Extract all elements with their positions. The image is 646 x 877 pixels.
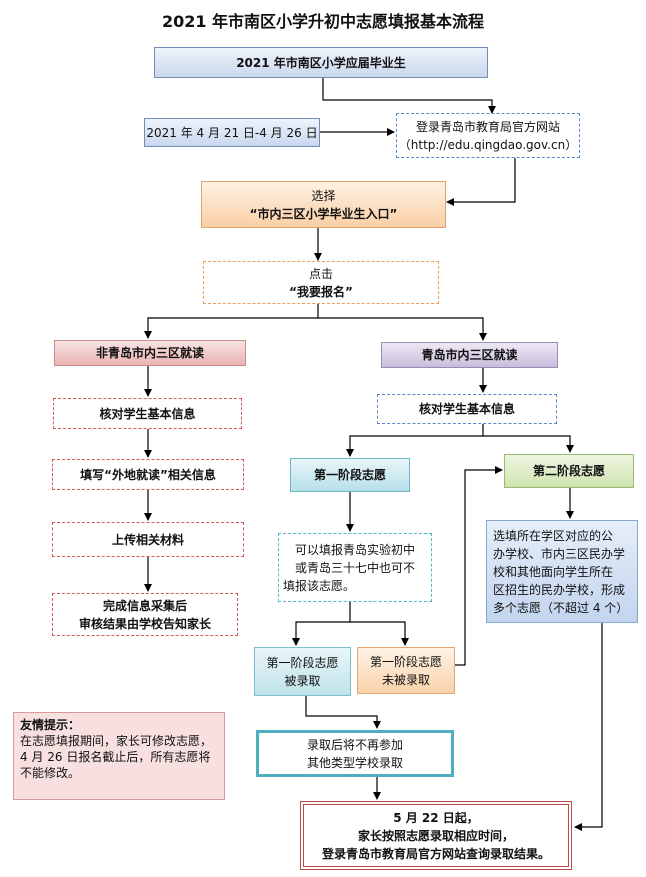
stage2-note-line-1: 选填所在学区对应的公 <box>493 528 614 543</box>
stage2-note-node: 选填所在学区对应的公 办学校、市内三区民办学 校和其他面向学生所在 区招生的民办… <box>486 520 638 623</box>
edge-verify-to-stage1 <box>346 435 483 457</box>
final-line-3: 登录青岛市教育局官方网站查询录取结果。 <box>321 846 550 861</box>
edge-not-admitted-to-stage2 <box>455 466 503 666</box>
edge-graduates-to-login <box>322 78 496 114</box>
edge-verify-to-stage2 <box>483 435 574 453</box>
final-line-2: 家长按照志愿录取相应时间， <box>357 828 514 843</box>
date-range-label: 2021 年 4 月 21 日-4 月 26 日 <box>146 125 318 140</box>
edge-click-to-qd <box>318 317 487 341</box>
verify-right-node: 核对学生基本信息 <box>377 394 557 424</box>
login-site-node: 登录青岛市教育局官方网站 （http://edu.qingdao.gov.cn） <box>396 113 580 158</box>
no-more-line-2: 其他类型学校录取 <box>306 755 403 770</box>
stage1-note-line-1: 可以填报青岛实验初中 <box>294 542 415 557</box>
stage1-node: 第一阶段志愿 <box>290 458 410 492</box>
verify-left-label: 核对学生基本信息 <box>99 406 196 421</box>
page-title: 2021 年市南区小学升初中志愿填报基本流程 <box>161 12 485 31</box>
friendly-tip-box: 友情提示： 在志愿填报期间，家长可修改志愿， 4 月 26 日报名截止后，所有志… <box>13 712 225 800</box>
stage2-node: 第二阶段志愿 <box>504 454 634 488</box>
edge-note-to-admitted <box>292 621 350 646</box>
non-qd-node: 非青岛市内三区就读 <box>54 340 246 366</box>
stage1-note-line-3: 填报该志愿。 <box>283 578 356 593</box>
tip-line-2: 4 月 26 日报名截止后，所有志愿将 <box>20 750 211 764</box>
tip-line-3: 不能修改。 <box>20 766 81 780</box>
stage1-note-node: 可以填报青岛实验初中 或青岛三十七中也可不 填报该志愿。 <box>278 533 432 602</box>
stage1-label: 第一阶段志愿 <box>313 468 386 482</box>
stage2-note-line-2: 办学校、市内三区民办学 <box>493 546 626 561</box>
fill-outside-node: 填写“外地就读”相关信息 <box>52 459 244 490</box>
upload-node: 上传相关材料 <box>52 522 244 557</box>
stage2-note-line-3: 校和其他面向学生所在 <box>493 564 614 579</box>
no-more-admission-node: 录取后将不再参加 其他类型学校录取 <box>256 730 454 777</box>
admitted-line-1: 第一阶段志愿 <box>266 655 339 670</box>
edge-login-to-select <box>446 158 516 206</box>
stage2-label: 第二阶段志愿 <box>532 464 605 478</box>
date-range-node: 2021 年 4 月 21 日-4 月 26 日 <box>144 118 320 147</box>
upload-label: 上传相关材料 <box>111 532 184 547</box>
verify-left-node: 核对学生基本信息 <box>53 398 242 429</box>
complete-line-1: 完成信息采集后 <box>102 598 187 613</box>
login-line-1: 登录青岛市教育局官方网站 <box>415 119 560 134</box>
final-result-node: 5 月 22 日起， 家长按照志愿录取相应时间， 登录青岛市教育局官方网站查询录… <box>300 801 572 870</box>
click-line-2: “我要报名” <box>289 284 353 299</box>
admitted-line-2: 被录取 <box>284 673 321 688</box>
edge-admitted-to-no-more <box>305 696 381 729</box>
stage2-note-line-5: 多个志愿（不超过 4 个） <box>493 600 629 615</box>
click-line-1: 点击 <box>308 266 333 281</box>
click-register-node: 点击 “我要报名” <box>203 261 439 304</box>
edge-stage2-note-to-final <box>574 623 603 831</box>
non-qd-label: 非青岛市内三区就读 <box>95 346 204 360</box>
login-line-2: （http://edu.qingdao.gov.cn） <box>398 137 578 152</box>
no-more-line-1: 录取后将不再参加 <box>306 737 403 752</box>
tip-line-1: 在志愿填报期间，家长可修改志愿， <box>20 734 213 748</box>
final-line-1: 5 月 22 日起， <box>393 810 479 825</box>
edge-note-to-not-admitted <box>350 621 409 646</box>
edge-click-to-non-qd <box>144 317 318 339</box>
stage1-note-line-2: 或青岛三十七中也可不 <box>294 560 415 575</box>
complete-line-2: 审核结果由学校告知家长 <box>78 616 211 631</box>
qd-label: 青岛市内三区就读 <box>421 348 518 362</box>
complete-node: 完成信息采集后 审核结果由学校告知家长 <box>52 593 238 636</box>
select-entry-node: 选择 “市内三区小学毕业生入口” <box>201 181 446 228</box>
graduates-label: 2021 年市南区小学应届毕业生 <box>236 55 406 70</box>
graduates-node: 2021 年市南区小学应届毕业生 <box>154 47 488 78</box>
verify-right-label: 核对学生基本信息 <box>418 402 515 416</box>
not-admitted-line-1: 第一阶段志愿 <box>369 654 442 669</box>
fill-outside-label: 填写“外地就读”相关信息 <box>80 467 216 482</box>
admitted-node: 第一阶段志愿 被录取 <box>254 647 351 696</box>
tip-heading: 友情提示： <box>20 718 81 732</box>
not-admitted-line-2: 未被录取 <box>381 672 430 687</box>
select-line-2: “市内三区小学毕业生入口” <box>249 206 398 221</box>
not-admitted-node: 第一阶段志愿 未被录取 <box>357 647 455 694</box>
stage2-note-line-4: 区招生的民办学校，形成 <box>493 582 626 597</box>
select-line-1: 选择 <box>311 188 336 203</box>
qd-node: 青岛市内三区就读 <box>381 342 558 368</box>
